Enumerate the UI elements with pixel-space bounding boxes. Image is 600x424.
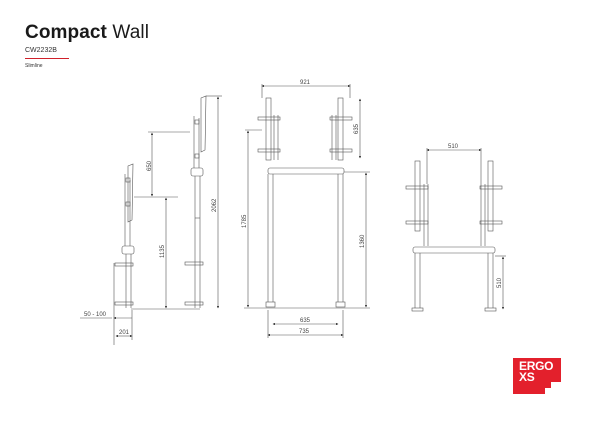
dim-635-vertical: 635 (354, 123, 360, 134)
dim-635: 635 (300, 318, 311, 324)
title-bold: Compact (25, 22, 107, 43)
logo-text: ERGO XS (519, 359, 554, 384)
dim-735: 735 (299, 329, 310, 335)
logo-line-2: XS (519, 370, 535, 384)
dim-650: 650 (147, 160, 153, 171)
dim-201: 201 (119, 330, 130, 336)
dim-510-height: 510 (497, 277, 503, 288)
variant-label: Slimline (25, 63, 43, 69)
ergoxs-logo: ERGO XS (513, 358, 561, 394)
dim-2062: 2062 (212, 198, 218, 212)
side-view-low (80, 131, 200, 345)
side-view-high (184, 95, 222, 309)
dim-wall-distance: 50 - 100 (84, 312, 107, 318)
dim-510-width: 510 (448, 144, 459, 150)
logo-shape (513, 358, 561, 394)
front-view-low (405, 148, 506, 312)
front-view (244, 84, 370, 338)
logo-line-1: ERGO (519, 359, 554, 373)
dim-1785: 1785 (242, 214, 248, 228)
page-title: Compact Wall (25, 22, 149, 44)
dim-1135: 1135 (160, 244, 166, 258)
product-code: CW2232B (25, 47, 57, 54)
dim-1360: 1360 (360, 234, 366, 248)
title-light: Wall (112, 22, 150, 43)
dim-921: 921 (300, 80, 311, 86)
accent-underline (25, 58, 69, 59)
